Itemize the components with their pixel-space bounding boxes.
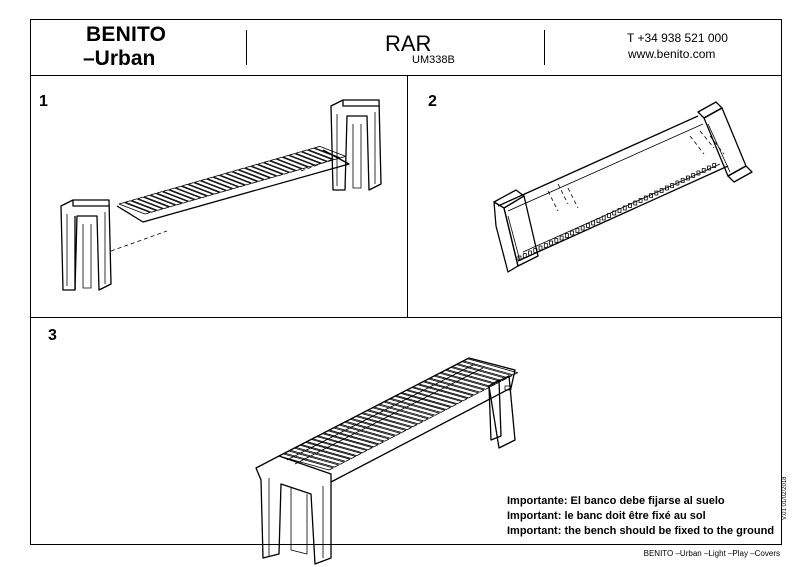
bench-slat-end [554, 238, 559, 243]
phone-number: T +34 938 521 000 [627, 31, 728, 45]
bench-slat-end [707, 165, 711, 171]
bench-leg-left [60, 199, 112, 291]
step2-illustration [493, 101, 753, 273]
bench-slat [143, 194, 176, 208]
bench-slat-end [596, 218, 601, 223]
bench-slat-end [691, 173, 696, 178]
bench-slat-end [701, 168, 706, 173]
bench-slat-end [601, 215, 606, 221]
bench-slat-end [607, 213, 611, 218]
bench-slat [282, 155, 315, 168]
bench-slat [181, 184, 214, 197]
bench-slat [150, 193, 183, 206]
bench-slat [219, 173, 252, 186]
bench-slat [225, 171, 258, 184]
brand-line: –Urban [83, 47, 156, 70]
step-divider [407, 75, 408, 317]
note-french: Important: le banc doit être fixé au sol [507, 510, 706, 522]
bench-slat [194, 180, 227, 193]
bench-slat-end [543, 243, 548, 248]
header-divider [31, 75, 781, 76]
step-number: 1 [39, 93, 48, 110]
step-number: 3 [48, 327, 57, 344]
note-spanish: Importante: El banco debe fijarse al sue… [507, 495, 725, 507]
step1-illustration [60, 99, 382, 291]
bench-slat [156, 191, 189, 204]
bench-slat [270, 158, 302, 171]
bench-slat [162, 189, 195, 202]
bench-slat [314, 145, 347, 159]
bench-slat [244, 165, 277, 179]
bench-slat [232, 169, 265, 182]
bench-slat [213, 174, 246, 188]
bench-slat-end [591, 220, 596, 226]
bench-slat [263, 160, 296, 173]
bench-slat-end [612, 210, 617, 216]
bench-slat-end [580, 225, 585, 231]
bench-slat [137, 196, 170, 209]
bench-upside-down [493, 101, 753, 273]
step3-illustration [255, 357, 519, 565]
bench-slat-end [675, 180, 680, 186]
bench-slat [251, 164, 284, 177]
bench-slat [175, 185, 208, 199]
bench-slat [131, 198, 164, 211]
bench-slat-end [696, 170, 701, 176]
bench-slat-end [712, 163, 717, 168]
brand-name: BENITO [86, 23, 167, 46]
bench-slat [169, 187, 201, 200]
bench-slat [206, 176, 239, 190]
bench-slat-end [522, 253, 527, 258]
bench-slat-end [549, 240, 553, 246]
bench-slat-end [654, 190, 659, 196]
bench-slat-end [638, 198, 643, 203]
bench-slat-end [670, 183, 675, 188]
product-code: UM338B [412, 54, 455, 66]
bench-slat [295, 151, 328, 164]
bench-slat-end [586, 223, 590, 228]
bench-slat [289, 153, 321, 166]
bench-slat-end [564, 233, 569, 238]
bench-slat [200, 178, 233, 191]
bench-slat-end [622, 205, 627, 211]
row-divider [31, 317, 781, 318]
bench-slat [257, 162, 290, 175]
header-separator [544, 30, 545, 65]
bench-slat-end [649, 193, 653, 198]
bench-slat-end [659, 188, 664, 193]
bench-slat-end [643, 195, 648, 201]
header-separator [246, 30, 247, 65]
assembled-bench [255, 357, 519, 565]
bench-slat-end [538, 245, 543, 251]
product-name: RAR [385, 31, 432, 56]
bench-slat [301, 149, 334, 162]
bench-slat-end [680, 178, 685, 183]
instruction-sheet: BENITO –Urban RAR UM338B T +34 938 521 0… [30, 19, 782, 565]
note-english: Important: the bench should be fixed to … [507, 525, 775, 537]
bench-slat-end [528, 250, 532, 256]
bench-slat [118, 202, 151, 215]
seat-base [116, 149, 350, 223]
footer-brands: BENITO –Urban –Light –Play –Covers [643, 549, 780, 558]
bench-slat-end [628, 203, 632, 208]
bench-slat-end [617, 208, 622, 213]
bench-slat-end [664, 185, 669, 191]
bench-slat [188, 182, 220, 195]
bench-slat-end [686, 175, 690, 181]
version-label: V.01 01/02/2018 [782, 476, 788, 521]
website: www.benito.com [628, 47, 716, 61]
step-number: 2 [428, 93, 437, 110]
bench-slat [276, 156, 309, 170]
bench-seat [116, 145, 350, 223]
bench-slat-end [559, 235, 564, 241]
bench-slat [238, 167, 271, 180]
bench-leg-right [330, 99, 382, 191]
bench-slat-end [633, 200, 638, 206]
bench-slat-end [575, 228, 580, 233]
bench-slat-end [570, 230, 575, 236]
bench-slat [124, 200, 157, 213]
